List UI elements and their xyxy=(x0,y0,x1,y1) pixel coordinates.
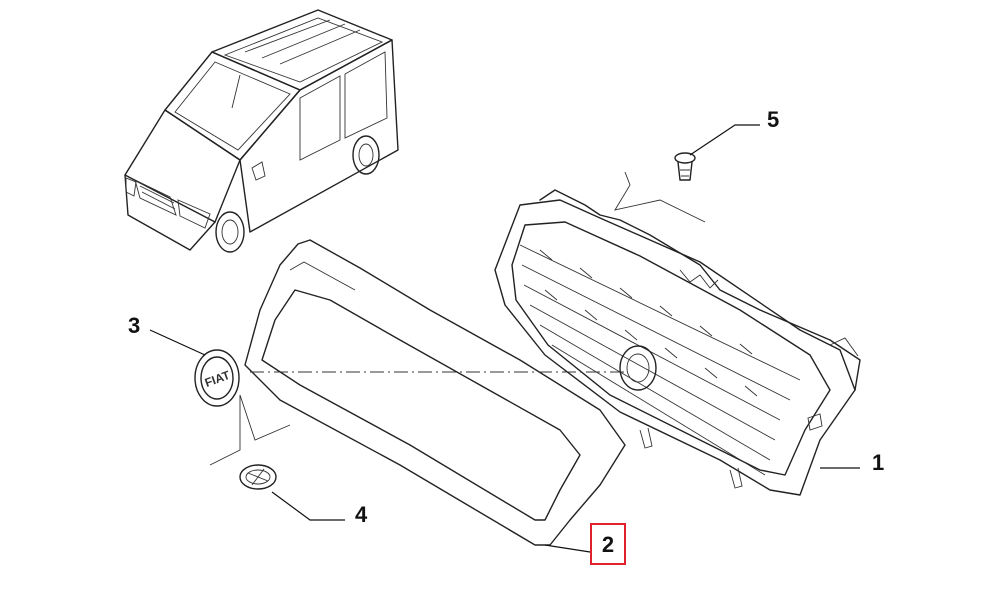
emblem-connector-line xyxy=(209,395,241,466)
clip-connector-line xyxy=(614,171,706,223)
callout-1: 1 xyxy=(872,450,884,475)
leader-line-3 xyxy=(149,329,206,356)
callout-5: 5 xyxy=(767,107,779,132)
callout-2-highlight-box xyxy=(590,523,626,565)
leader-line-4 xyxy=(271,491,345,521)
leader-line-2 xyxy=(544,544,591,553)
fiat-emblem-part: FIAT xyxy=(194,349,240,407)
van-illustration xyxy=(124,9,399,253)
emblem-gasket-part xyxy=(239,464,277,490)
callout-4: 4 xyxy=(355,502,368,527)
front-trim-panel-part xyxy=(244,239,626,546)
callout-2: 2 xyxy=(602,532,614,557)
radiator-grille-part xyxy=(494,189,861,496)
callout-3: 3 xyxy=(128,313,140,338)
retaining-clip-part xyxy=(674,152,696,181)
emblem-connector-line-2 xyxy=(239,394,291,441)
emblem-text: FIAT xyxy=(203,368,233,390)
leader-line-5 xyxy=(689,124,760,156)
